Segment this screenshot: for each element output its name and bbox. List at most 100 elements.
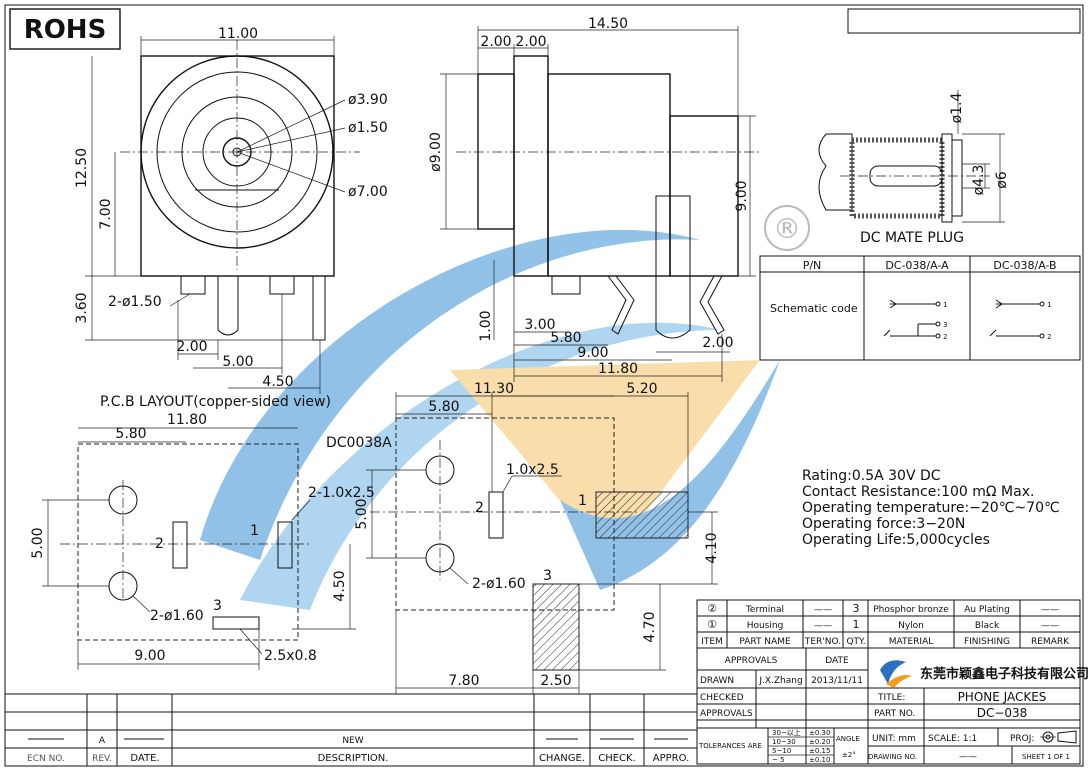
- side-length-dim: 14.50: [588, 16, 628, 32]
- pcb-h-500: 5.00: [30, 527, 46, 558]
- header-empty-box: [847, 8, 1081, 34]
- front-d3: 4.50: [262, 374, 293, 390]
- front-pin-height-dim: 3.60: [74, 292, 90, 323]
- bom-name: Housing: [747, 621, 784, 631]
- tb-title-label: TITLE:: [877, 693, 905, 703]
- front-pins-dim: 2-ø1.50: [108, 294, 162, 310]
- bom-qty: 3: [853, 602, 860, 615]
- pcb2-w-520: 5.20: [626, 381, 657, 397]
- pcb2-w-580: 5.80: [428, 399, 459, 415]
- rev-desc-value: NEW: [342, 736, 363, 746]
- pcb2-pin1: 1: [578, 493, 587, 509]
- schem-row-label: Schematic code: [770, 302, 858, 315]
- side-seg-a: 2.00: [480, 34, 511, 50]
- tb-angle: ANGLE: [836, 735, 860, 743]
- rev-value: A: [99, 736, 106, 746]
- bom-material: Phosphor bronze: [873, 605, 949, 615]
- bom-header-finishing: FINISHING: [964, 637, 1010, 647]
- dc-mate-plug: [818, 90, 1005, 223]
- plug-dia1: ø1.4: [949, 92, 965, 123]
- pcb2-h-500: 5.00: [354, 498, 370, 529]
- schem-b-n1: 1: [1047, 301, 1051, 309]
- side-d-200: 2.00: [702, 335, 733, 351]
- spec-line: Operating temperature:−20℃~70℃: [802, 500, 1060, 516]
- pcb-d-450: 4.50: [332, 570, 348, 601]
- side-dia-dim: ø9.00: [428, 132, 444, 172]
- tb-date: DATE: [825, 656, 849, 666]
- side-seg-b: 2.00: [515, 34, 546, 50]
- pcb-pin1: 1: [250, 523, 259, 539]
- schem-col-b: DC-038/A-B: [993, 259, 1056, 272]
- tb-tol-val: ±0.20: [809, 738, 830, 746]
- spec-line: Contact Resistance:100 mΩ Max.: [802, 484, 1034, 500]
- rev-header-check: CHECK.: [598, 753, 636, 764]
- spec-line: Operating Life:5,000cycles: [802, 532, 990, 548]
- schem-pn-header: P/N: [803, 259, 822, 272]
- tb-drawn-date: 2013/11/11: [811, 676, 863, 686]
- tb-unit: UNIT: mm: [872, 734, 916, 744]
- schem-a-n1: 1: [943, 301, 947, 309]
- pcb2-d-410: 4.10: [704, 532, 720, 563]
- side-d-900: 9.00: [577, 345, 608, 361]
- rohs-label: ROHS: [24, 15, 107, 45]
- side-d-1180: 11.80: [598, 361, 638, 377]
- bom-material: Nylon: [898, 621, 924, 631]
- tb-angle-val: ±2°: [842, 751, 856, 759]
- bom-ter: ——: [814, 621, 832, 631]
- bom-header-qty: QTY.: [846, 637, 865, 647]
- pcb-holes: 2-ø1.60: [150, 608, 204, 624]
- specs-block: Rating:0.5A 30V DC Contact Resistance:10…: [802, 468, 1060, 548]
- bom-qty: 1: [853, 618, 860, 631]
- side-height-dim: 9.00: [734, 180, 750, 211]
- pcb-w-1180: 11.80: [167, 412, 207, 428]
- tb-tol-val: ±0.15: [809, 747, 830, 755]
- tb-tol-val: ±0.10: [809, 756, 830, 764]
- pcb-slot3: 2.5x0.8: [264, 648, 317, 664]
- rohs-box: [9, 8, 121, 50]
- front-dia-inner: ø1.50: [348, 120, 388, 136]
- tb-company: 东莞市颖鑫电子科技有限公司: [920, 666, 1088, 682]
- bom-table: [696, 599, 1081, 649]
- bom-ter: ——: [814, 605, 832, 615]
- rev-header-change: CHANGE.: [539, 753, 585, 764]
- spec-line: Rating:0.5A 30V DC: [802, 468, 941, 484]
- rev-header-appro: APPRO.: [653, 753, 690, 764]
- bom-header-remark: REMARK: [1031, 637, 1070, 647]
- front-height-dim: 12.50: [74, 148, 90, 188]
- tb-part-no: DC−038: [977, 706, 1028, 720]
- rev-header-date: DATE.: [130, 753, 159, 764]
- plug-title: DC MATE PLUG: [860, 230, 964, 246]
- side-d-100: 1.00: [478, 310, 494, 341]
- registered-mark: ®: [773, 212, 801, 245]
- tb-scale: SCALE: 1:1: [928, 734, 977, 744]
- revision-block: [5, 693, 697, 766]
- bom-item: ①: [707, 618, 717, 631]
- side-d-300: 3.00: [524, 317, 555, 333]
- front-dia-outer: ø7.00: [348, 184, 388, 200]
- tb-tol-range: 30~以上: [772, 728, 801, 737]
- pcb-pin3: 3: [213, 598, 222, 614]
- pcb2-pin2: 2: [475, 500, 484, 516]
- tb-tol-range: ~ 5: [772, 756, 785, 764]
- schem-col-a: DC-038/A-A: [885, 259, 949, 272]
- tb-part-label: PART NO.: [874, 709, 915, 719]
- pcb-w-580: 5.80: [115, 426, 146, 442]
- tb-drawn: DRAWN: [700, 676, 734, 686]
- rev-header-desc: DESCRIPTION.: [318, 753, 389, 764]
- bom-header-item: ITEM: [701, 637, 723, 647]
- tb-drawn-by: J.X.Zhang: [758, 676, 802, 686]
- tb-tolerances: TOLERANCES ARE: [698, 742, 762, 750]
- tb-drawing-no: DRAWING NO.: [868, 753, 917, 761]
- tb-approvals2: APPROVALS: [700, 709, 753, 719]
- bom-name: Terminal: [745, 605, 784, 615]
- schem-b-n2: 2: [1047, 333, 1051, 341]
- rev-header-rev: REV.: [92, 754, 112, 764]
- front-view: [85, 36, 360, 394]
- front-dia-mid: ø3.90: [348, 92, 388, 108]
- front-d1: 2.00: [176, 339, 207, 355]
- pcb2-d-250: 2.50: [540, 673, 571, 689]
- tb-checked: CHECKED: [700, 693, 744, 703]
- side-d-580: 5.80: [550, 330, 581, 346]
- plug-dia2: ø4.3: [971, 165, 987, 196]
- schem-a-n3: 3: [943, 321, 947, 329]
